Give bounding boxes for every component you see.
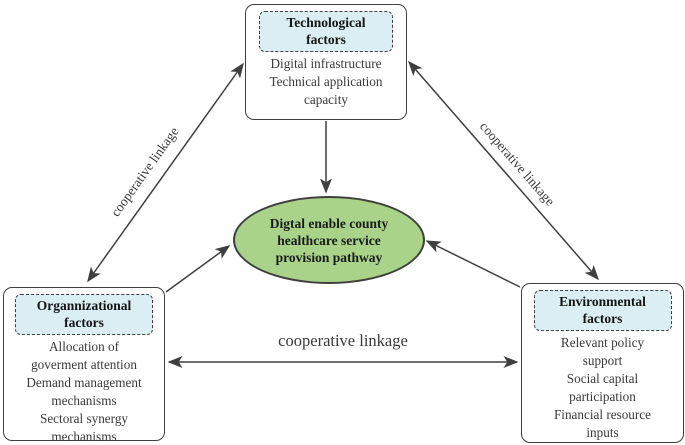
- organizational-factors-title: Organnizational factors: [15, 294, 153, 335]
- edge-tech-org: [87, 62, 244, 283]
- node-organizational-factors: Organnizational factors Allocation of go…: [3, 287, 165, 444]
- node-center-pathway-ellipse: Digtal enable county healthcare service …: [233, 196, 425, 284]
- edge-env-center: [425, 240, 521, 288]
- technological-factors-title: Technological factors: [259, 11, 393, 52]
- node-environmental-factors: Environmental factors Relevant policy su…: [521, 283, 684, 443]
- edge-label-cooperative-linkage-bottom: cooperative linkage: [278, 331, 408, 350]
- environmental-factors-body: Relevant policy support Social capital p…: [553, 335, 652, 440]
- organizational-factors-body: Allocation of goverment attention Demand…: [26, 339, 142, 444]
- edge-org-center: [165, 245, 231, 293]
- node-technological-factors: Technological factors Digital infrastruc…: [245, 4, 407, 120]
- technological-factors-body: Digital infrastructure Technical applica…: [269, 56, 383, 107]
- center-pathway-label: Digtal enable county healthcare service …: [269, 215, 389, 265]
- environmental-factors-title: Environmental factors: [533, 290, 672, 331]
- edge-tech-env: [408, 60, 599, 281]
